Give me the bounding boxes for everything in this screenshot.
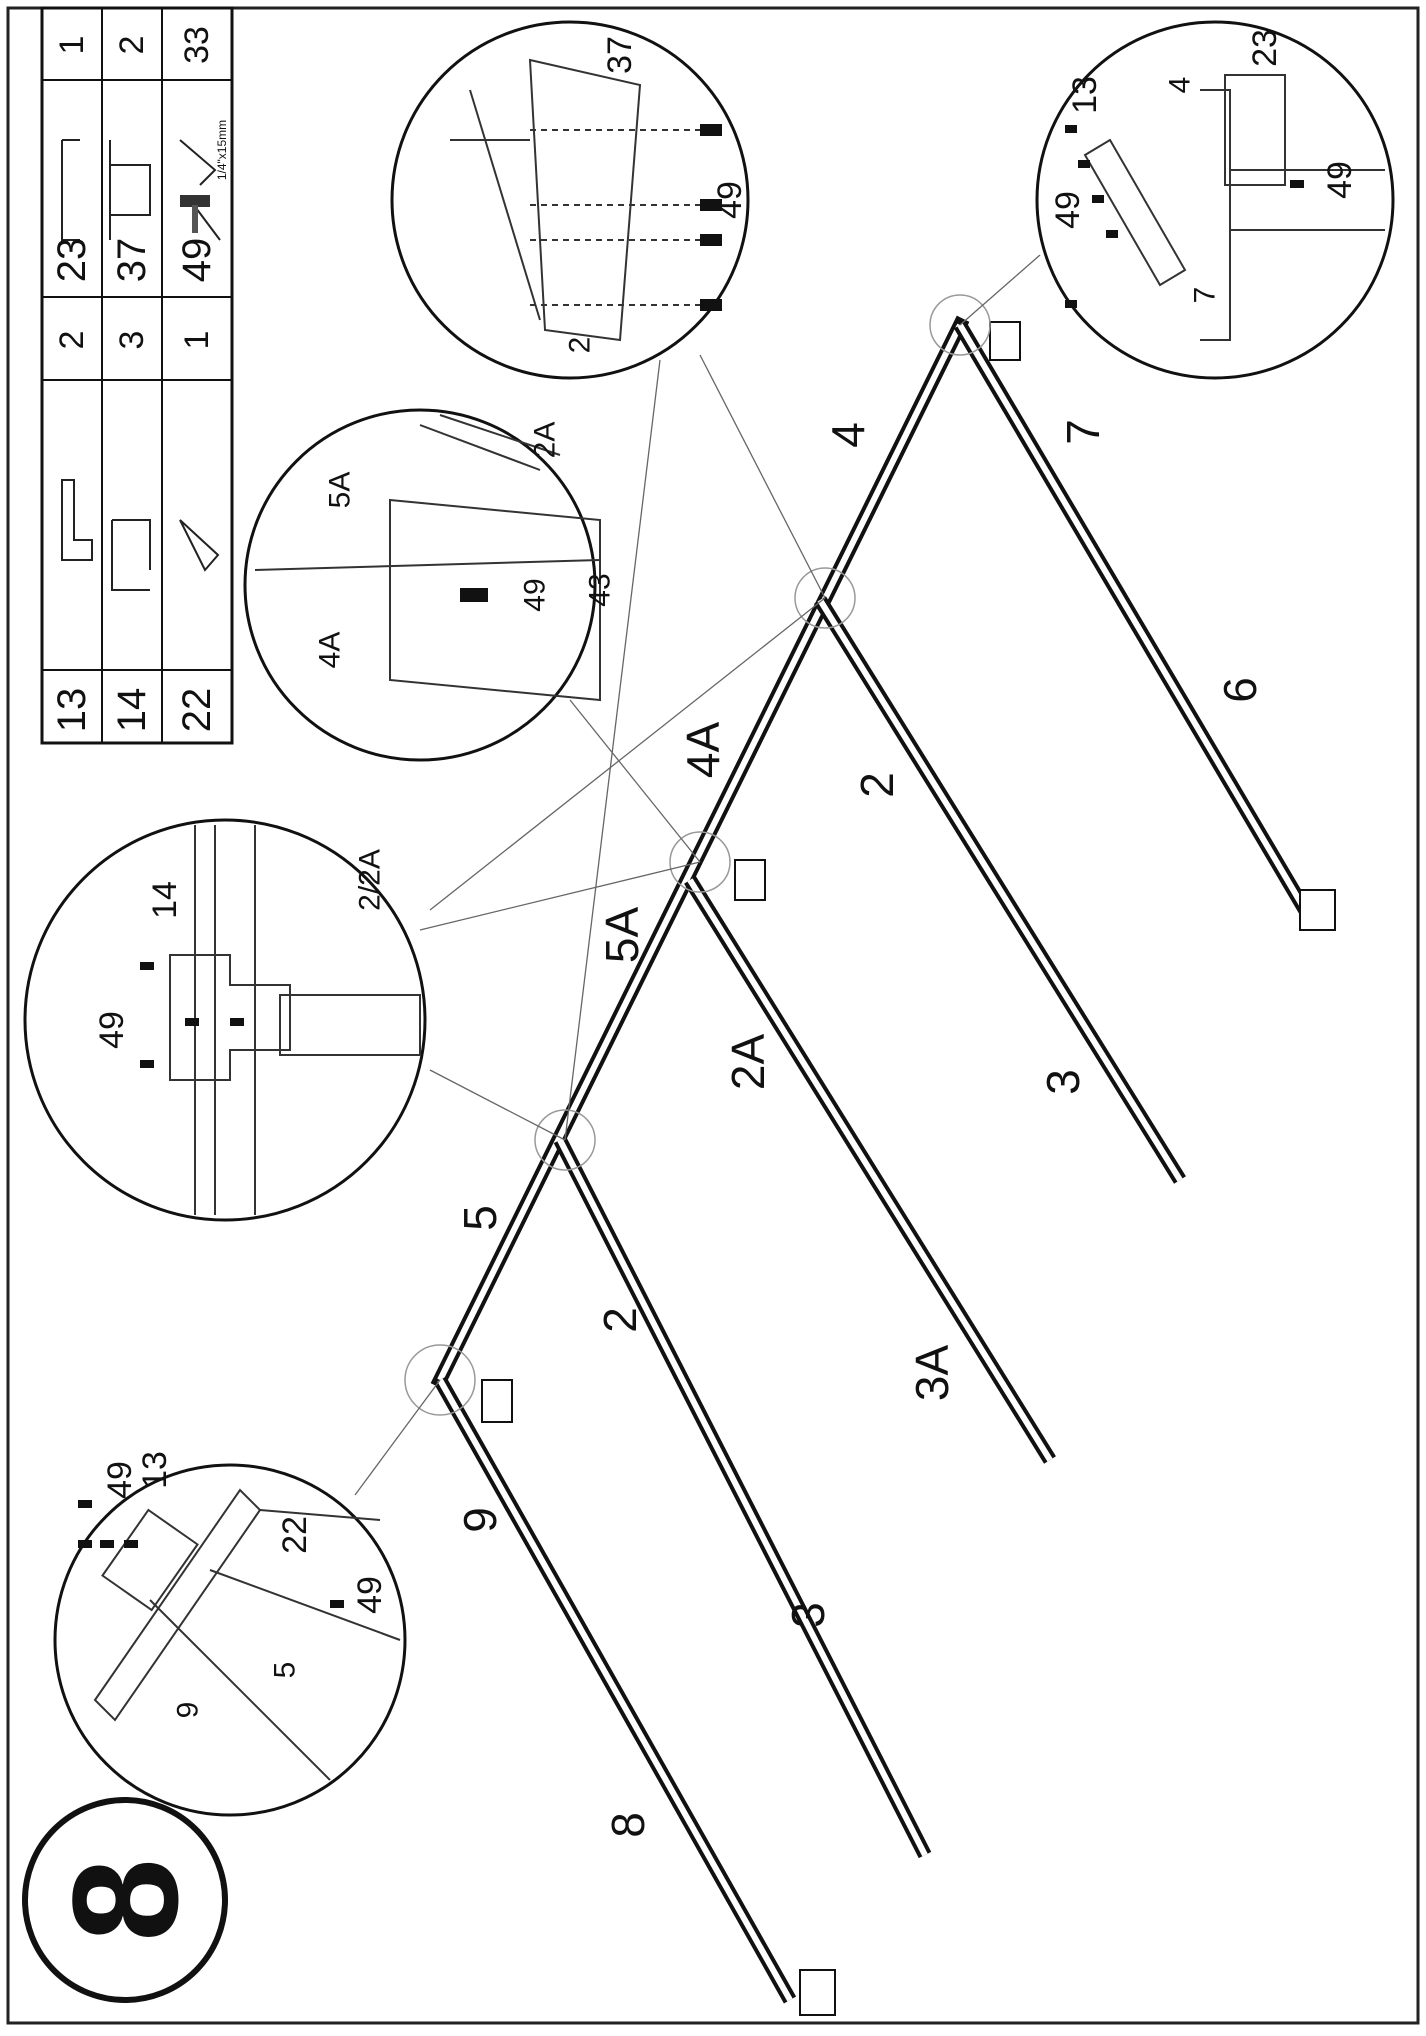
callout2-label-c: 2/2A (354, 849, 387, 911)
frame-labels: 9 5 5A 4A 4 8 3 2 3A 2A 3 2 7 6 (454, 419, 1266, 1838)
table-cell-r2c0: 22 (175, 688, 219, 733)
joint-markers (404, 294, 991, 1416)
callout4-label-b: 49 (711, 181, 749, 219)
callout-detail-4a-5a-joint: 5A 2A 4A 49 43 (243, 408, 617, 762)
callout-detail-plate: 37 49 2 (390, 20, 750, 380)
label-4A: 4A (677, 722, 729, 779)
label-2-right: 2 (851, 772, 903, 798)
label-7: 7 (1057, 419, 1109, 445)
table-cell-r1c3: 2 (113, 36, 151, 55)
label-2-left: 2 (594, 1307, 646, 1333)
callout1-label-e: 5 (269, 1662, 302, 1679)
callout1-label-d: 49 (351, 1576, 389, 1614)
table-cell-r1c1: 3 (113, 331, 151, 350)
table-cell-r1c0: 14 (110, 688, 154, 733)
callout4-label-a: 37 (601, 36, 639, 74)
callout3-label-d: 49 (519, 578, 552, 611)
step-number: 8 (41, 1858, 209, 1941)
callout3-label-e: 43 (584, 573, 617, 606)
screw-icon (180, 195, 210, 233)
callout4-label-c: 2 (564, 337, 597, 354)
parts-table: 13 2 23 1 14 3 37 2 22 1 49 33 1/4"x15mm (40, 6, 234, 745)
leader-lines (354, 254, 1041, 1496)
callout2-label-a: 14 (146, 881, 184, 919)
callout5-label-e: 49 (1321, 161, 1359, 199)
callout1-label-c: 22 (276, 1516, 314, 1554)
callout-detail-corner-9-5: 49 13 22 49 5 9 (53, 1451, 407, 1817)
step-badge: 8 (22, 1797, 228, 2003)
label-6: 6 (1214, 677, 1266, 703)
callout1-label-b: 13 (136, 1451, 174, 1489)
callout2-label-b: 49 (93, 1011, 131, 1049)
step-circle (22, 1797, 228, 2003)
screw-spec-label: 1/4"x15mm (215, 120, 229, 180)
callout5-label-b: 4 (1164, 77, 1197, 94)
label-3-right: 3 (1037, 1069, 1089, 1095)
table-cell-r0c0: 13 (50, 688, 94, 733)
callout-detail-t-joint: 14 49 2/2A (23, 818, 427, 1222)
label-8: 8 (602, 1812, 654, 1838)
callout1-label-a: 49 (101, 1461, 139, 1499)
bracket-part-icon (61, 139, 221, 591)
table-cell-r2c2: 49 (175, 238, 219, 283)
callout1-label-f: 9 (172, 1702, 205, 1719)
label-4: 4 (822, 422, 874, 448)
end-brackets (481, 321, 1336, 2016)
callout3-label-c: 4A (314, 632, 347, 669)
label-9: 9 (454, 1507, 506, 1533)
label-2A: 2A (722, 1034, 774, 1091)
callout5-label-f: 7 (1189, 287, 1222, 304)
table-cell-r0c3: 1 (53, 36, 91, 55)
label-3A: 3A (906, 1345, 958, 1402)
table-cell-r2c1: 1 (178, 331, 216, 350)
label-3-left: 3 (782, 1602, 834, 1628)
table-cell-r2c3: 33 (178, 26, 216, 64)
callout5-label-a: 23 (1246, 29, 1284, 67)
frame-assembly (430, 315, 1312, 2004)
callout3-label-a: 5A (324, 472, 357, 509)
label-5-top: 5 (454, 1205, 506, 1231)
table-cell-r1c2: 37 (110, 238, 154, 283)
label-5A: 5A (596, 907, 648, 964)
callout5-label-d: 49 (1049, 191, 1087, 229)
table-cell-r0c2: 23 (50, 238, 94, 283)
callout5-label-c: 13 (1066, 76, 1104, 114)
callout-detail-corner-4-7: 23 4 13 49 49 7 (1035, 20, 1395, 380)
table-cell-r0c1: 2 (53, 331, 91, 350)
callout3-label-b: 2A (529, 422, 562, 459)
